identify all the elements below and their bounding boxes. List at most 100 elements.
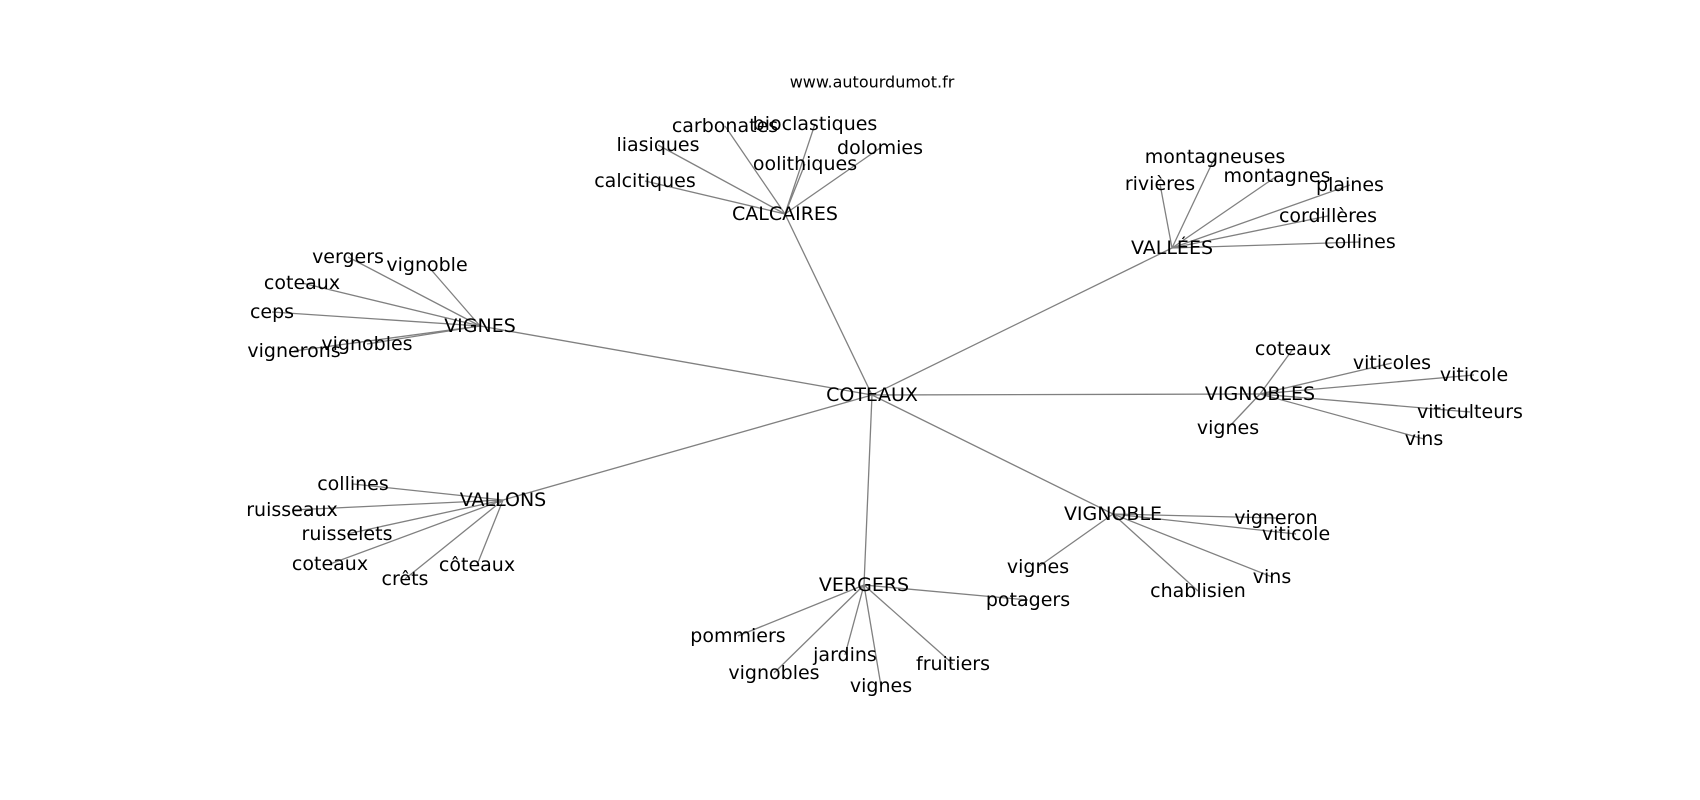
edge-vignes-2 [301,282,481,327]
edge-vignobles-4 [1259,393,1425,440]
edge-vignoble-4 [1037,513,1114,568]
edge-vergers-3 [863,584,954,665]
edge-vallons-3 [329,499,504,565]
edge-calcaires-1 [784,123,816,215]
edge-vallons-2 [346,499,504,535]
leaf-node-label: crêts [382,568,429,590]
leaf-node-label: liasiques [616,134,699,156]
edge-vignes-0 [347,256,481,327]
edge-vergers-1 [737,584,865,637]
leaf-node-label: montagneuses [1145,146,1286,168]
leaf-node-label: dolomies [837,137,923,159]
edge-vignes-5 [293,325,481,352]
leaf-node-label: jardins [812,644,877,666]
edge-vallons-0 [352,483,504,501]
edge-vignobles-1 [1259,362,1393,395]
edge-vignes-3 [271,311,481,327]
leaf-node-label: montagnes [1224,165,1331,187]
edge-vallées-0 [1171,156,1216,249]
edge-calcaires-0 [724,125,786,215]
leaf-node-label: fruitiers [916,653,990,675]
leaf-node-label: viticole [1440,364,1508,386]
edge-calcaires-2 [657,144,786,215]
edge-vallons-4 [404,499,504,580]
hub-node-label: CALCAIRES [732,203,838,225]
leaf-node-label: collines [317,473,389,495]
graph-labels: www.autourdumot.fr carbonatesbioclastiqu… [246,73,1523,698]
leaf-node-label: vignobles [321,333,412,355]
leaf-node-label: collines [1324,231,1396,253]
edge-vergers-2 [844,584,865,656]
leaf-node-label: viticoles [1353,352,1431,374]
leaf-node-label: coteaux [264,272,340,294]
leaf-node-label: coteaux [292,553,368,575]
edge-center-vignoble [871,394,1114,515]
leaf-node-label: vignes [1007,556,1069,578]
leaf-node-label: rivières [1125,173,1195,195]
edge-vignobles-2 [1259,374,1475,395]
edge-vignoble-2 [1112,513,1273,578]
leaf-node-label: vergers [312,246,384,268]
edge-vallées-2 [1171,175,1278,249]
edge-vallons-1 [291,499,504,511]
edge-vignobles-0 [1259,348,1294,395]
leaf-node-label: ceps [250,301,294,323]
edge-center-vallées [871,247,1173,396]
edge-vergers-0 [863,584,1029,601]
edge-vignes-1 [426,264,481,327]
leaf-node-label: vigneron [1234,507,1317,529]
leaf-node-label: vignoble [386,254,467,276]
leaf-node-label: calcitiques [594,170,696,192]
edge-calcaires-5 [644,180,786,215]
edge-vallons-5 [476,499,504,566]
edge-vallées-1 [1159,183,1173,249]
leaf-node-label: vins [1405,428,1443,450]
hub-node-label: VIGNOBLE [1064,503,1162,525]
graph-edges [271,123,1475,687]
leaf-node-label: coteaux [1255,338,1331,360]
edge-vergers-4 [773,584,865,674]
hub-node-label: VALLÉES [1131,236,1213,259]
leaf-node-label: potagers [986,589,1070,611]
leaf-node-label: viticulteurs [1417,401,1523,423]
edge-calcaires-4 [784,163,806,215]
leaf-node-label: pommiers [690,625,785,647]
edge-vallées-4 [1171,215,1329,249]
edge-center-calcaires [784,213,873,396]
hub-node-label: VIGNOBLES [1205,383,1315,405]
leaf-node-label: vignes [850,675,912,697]
leaf-node-label: ruisselets [302,523,393,545]
leaf-node-label: côteaux [439,554,515,576]
edge-center-vergers [863,394,873,586]
leaf-node-label: viticole [1262,523,1330,545]
edge-vignoble-3 [1112,513,1199,592]
edge-vignobles-3 [1259,393,1471,413]
edge-center-vignobles [871,393,1261,396]
leaf-node-label: vignobles [728,662,819,684]
hub-node-label: VERGERS [819,574,909,596]
leaf-node-label: plaines [1316,174,1384,196]
leaf-node-label: cordillères [1279,205,1377,227]
leaf-node-label: vignerons [247,340,340,362]
center-node-label: COTEAUX [826,384,918,406]
leaf-node-label: carbonates [672,115,778,137]
edge-vergers-5 [863,584,882,687]
edge-vignoble-1 [1112,513,1297,535]
edge-vallées-3 [1171,184,1351,249]
edge-vallées-5 [1171,241,1361,249]
edge-center-vignes [479,325,873,396]
hub-node-label: VALLONS [460,489,547,511]
hub-node-label: VIGNES [444,315,516,337]
leaf-node-label: ruisseaux [246,499,338,521]
edge-vignobles-5 [1227,393,1261,429]
leaf-node-label: chablisien [1150,580,1246,602]
leaf-node-label: vignes [1197,417,1259,439]
edge-center-vallons [502,394,873,501]
leaf-node-label: oolithiques [753,153,857,175]
site-watermark: www.autourdumot.fr [790,73,955,92]
edge-vignoble-0 [1112,513,1277,519]
leaf-node-label: vins [1253,566,1291,588]
edge-calcaires-3 [784,147,881,215]
leaf-node-label: bioclastiques [753,113,878,135]
